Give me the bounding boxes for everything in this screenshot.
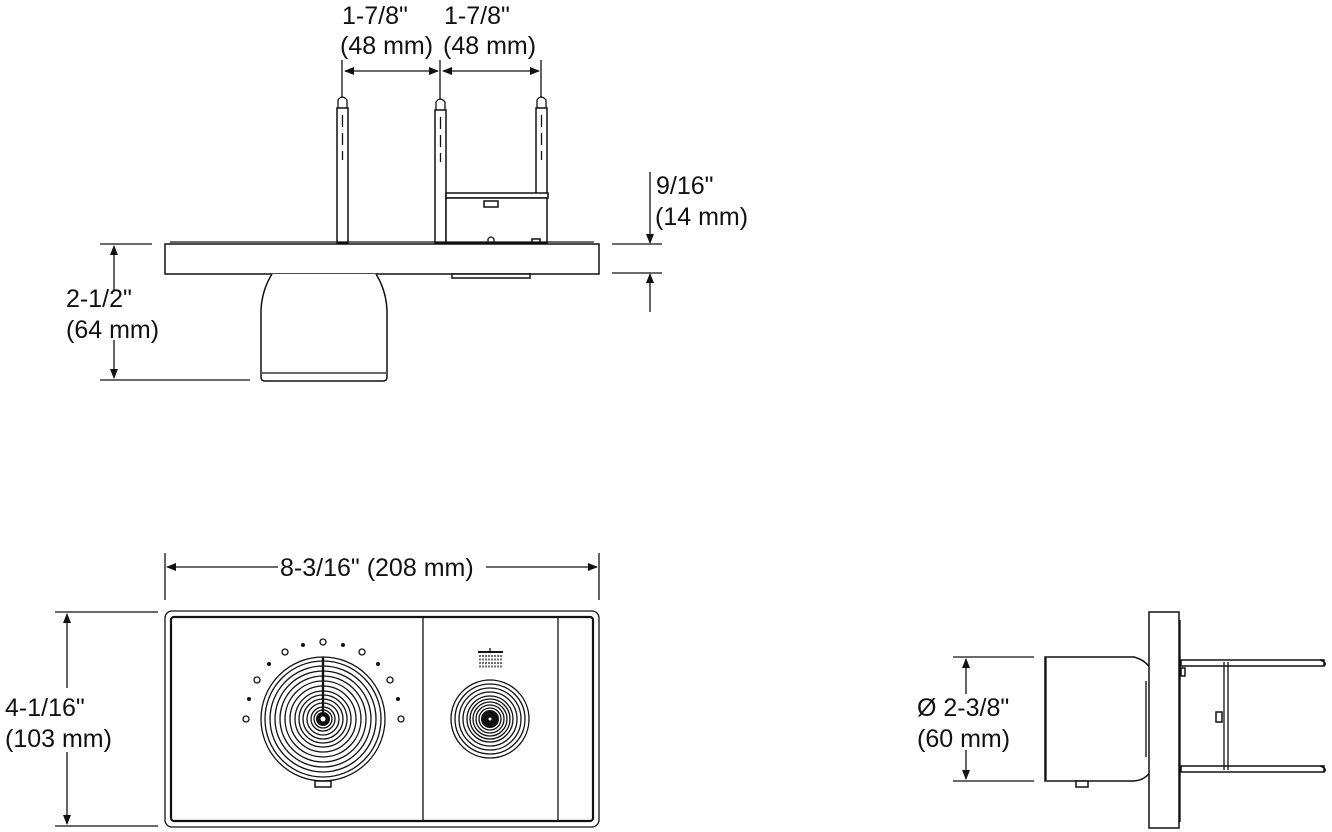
faceplate-inner: [169, 615, 595, 823]
dim-plate-thickness-imperial: 9/16": [656, 172, 714, 200]
dim-plate-thickness-metric: (14 mm): [655, 203, 748, 231]
dim-stem-spacing-right-metric: (48 mm): [443, 32, 536, 60]
dim-projection-metric: (64 mm): [66, 316, 159, 344]
temperature-scale-dots: [242, 638, 405, 723]
dim-stem-spacing-right-imperial: 1-7/8": [444, 2, 510, 30]
dim-height-imperial: 4-1/16": [5, 694, 85, 722]
dim-height-metric: (103 mm): [5, 725, 112, 753]
dim-stem-spacing-left-imperial: 1-7/8": [342, 2, 408, 30]
dim-projection-imperial: 2-1/2": [66, 285, 132, 313]
side-view: Ø 2-3/8" (60 mm): [917, 611, 1326, 829]
dim-width: 8-3/16" (208 mm): [280, 554, 474, 582]
shower-head-icon: [478, 648, 503, 668]
side-trim-plate: [1148, 611, 1180, 829]
front-view: 8-3/16" (208 mm) 4-1/16" (103 mm): [5, 553, 600, 828]
cartridge-housing: [445, 192, 549, 244]
dim-stem-spacing-left-metric: (48 mm): [340, 32, 433, 60]
faceplate-outline: [164, 610, 600, 828]
temperature-dial: [242, 638, 405, 788]
side-handle-body: [1044, 656, 1151, 782]
trim-plate: [164, 241, 600, 279]
dim-diameter-imperial: Ø 2-3/8": [917, 694, 1009, 722]
flow-dial: [450, 679, 530, 759]
top-view: 1-7/8" (48 mm) 1-7/8" (48 mm) 9/16" (14 …: [66, 2, 748, 382]
valve-stems: [336, 96, 548, 244]
handle-body: [260, 273, 388, 382]
dim-diameter-metric: (60 mm): [917, 725, 1010, 753]
